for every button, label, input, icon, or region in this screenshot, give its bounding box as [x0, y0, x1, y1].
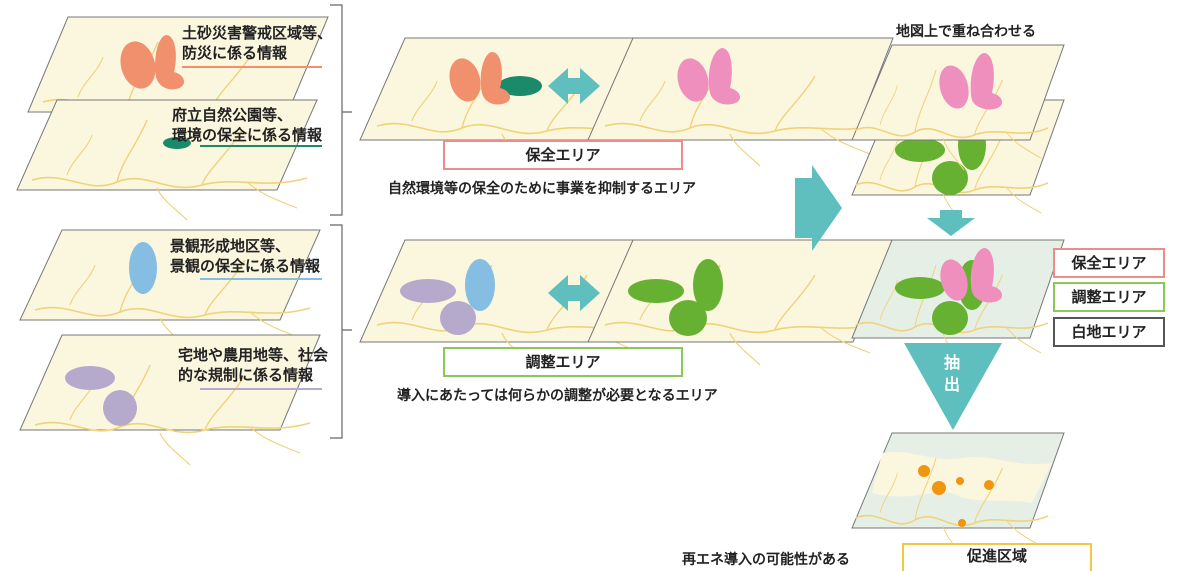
- double-arrow-adjustment: [548, 275, 600, 311]
- layer-map-environment: [16, 99, 318, 221]
- bracket-top: [330, 4, 352, 216]
- label-disaster-info: 土砂災害警戒区域等、防災に係る情報: [182, 24, 333, 62]
- label-social-info: 宅地や農用地等、社会的な規制に係る情報: [178, 346, 329, 384]
- layer-map-disaster: [27, 16, 329, 143]
- underline-landscape: [200, 278, 322, 280]
- layer-map-social: [19, 334, 321, 466]
- middle-map-conservation-pink: [587, 37, 894, 167]
- extract-arrow: [904, 343, 1002, 430]
- label-landscape-info: 景観形成地区等、景観の保全に係る情報: [170, 237, 321, 275]
- down-arrow-small: [927, 210, 975, 236]
- bracket-bottom: [330, 224, 352, 439]
- middle-map-conservation-combined: [359, 37, 673, 167]
- extract-label: 抽出: [944, 353, 961, 394]
- legend-blank: 白地エリア: [1053, 317, 1165, 347]
- middle-map-adjustment-combined: [359, 239, 671, 366]
- legend-conservation: 保全エリア: [1053, 248, 1165, 278]
- result-description: 再エネ導入の可能性がある: [682, 552, 850, 568]
- right-map-overlay: [851, 239, 1065, 366]
- underline-disaster: [182, 66, 322, 68]
- big-right-arrow: [795, 165, 842, 251]
- middle-map-adjustment-green: [587, 239, 894, 366]
- adjustment-area-description: 導入にあたっては何らかの調整が必要となるエリア: [397, 388, 718, 404]
- adjustment-area-box: 調整エリア: [443, 347, 683, 377]
- underline-social: [200, 388, 322, 390]
- label-environment-info: 府立自然公園等、環境の保全に係る情報: [172, 106, 323, 144]
- conservation-area-description: 自然環境等の保全のために事業を抑制するエリア: [388, 181, 696, 197]
- promotion-area-box: 促進区域: [902, 543, 1092, 571]
- overlay-title: 地図上で重ね合わせる: [896, 24, 1036, 40]
- conservation-area-box: 保全エリア: [443, 140, 683, 170]
- legend-adjustment: 調整エリア: [1053, 282, 1165, 312]
- layer-map-landscape: [19, 229, 321, 351]
- underline-environment: [200, 145, 322, 147]
- right-map-pink-layer: [851, 44, 1065, 171]
- right-map-result: [851, 432, 1065, 559]
- double-arrow-conservation: [548, 68, 600, 104]
